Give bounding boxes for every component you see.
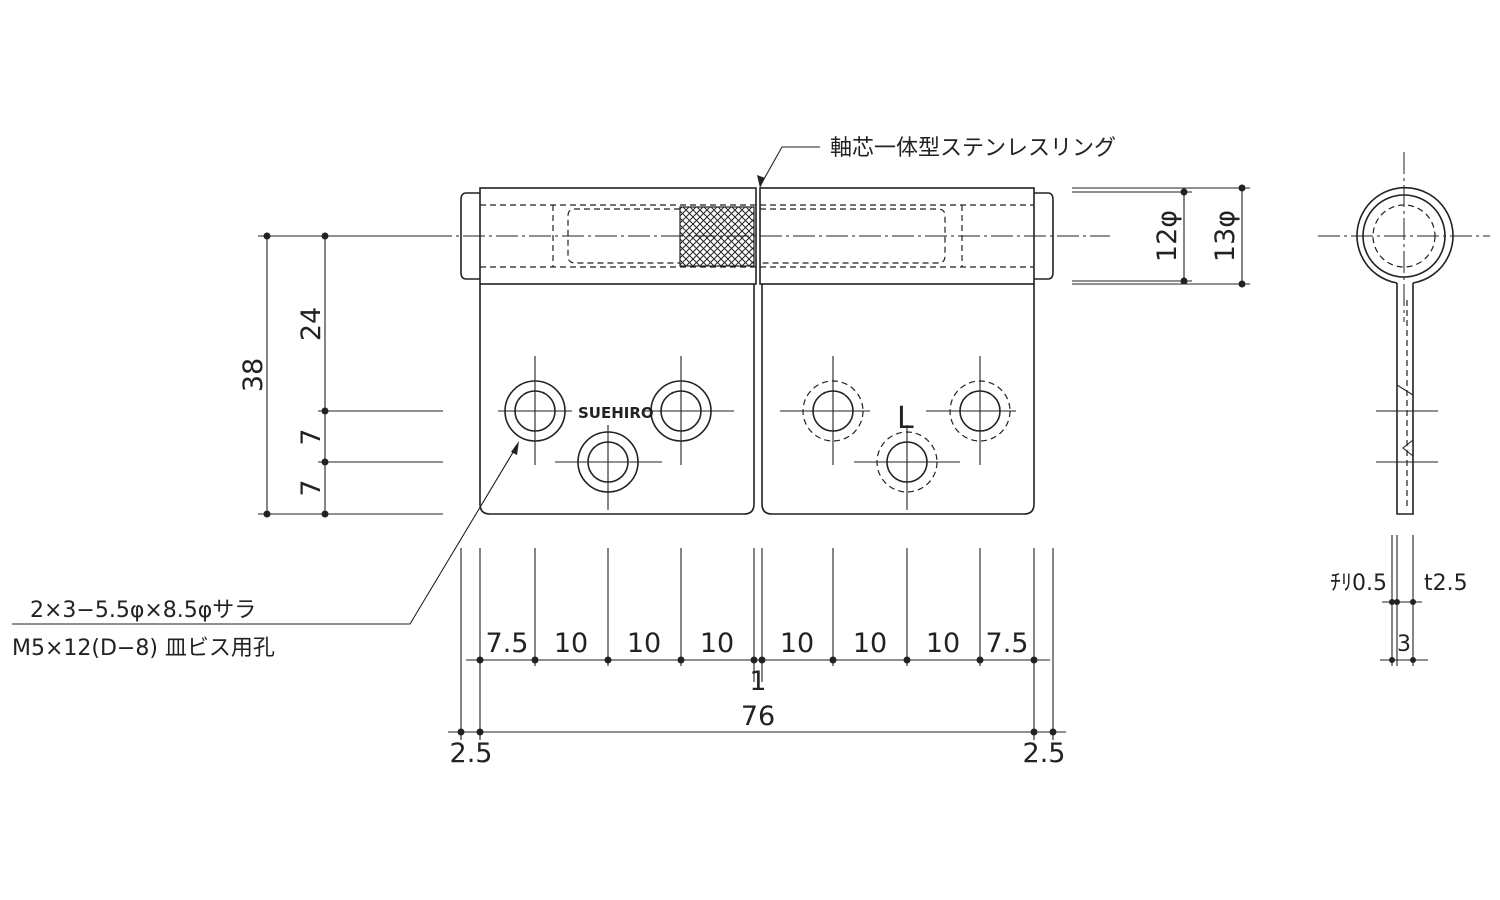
dim-pin-left: 2.5 — [450, 738, 493, 769]
dim-spacing-2: 10 — [554, 628, 588, 659]
front-view: SUEHIRO L — [430, 187, 1110, 515]
dim-clearance: ﾁﾘ0.5 — [1330, 571, 1387, 596]
hole-note-leader: 2×3−5.5φ×8.5φサラ M5×12(D−8) 皿ビス用孔 — [12, 441, 519, 661]
left-leaf — [479, 284, 755, 515]
right-hole-1 — [780, 356, 870, 465]
hole-note-line1: 2×3−5.5φ×8.5φサラ — [30, 598, 256, 623]
side-mark: L — [897, 401, 914, 436]
dim-height-low: 7 — [296, 479, 327, 496]
dim-dia-inner: 12φ — [1152, 210, 1183, 262]
dim-spacing-1: 7.5 — [486, 628, 529, 659]
right-leaf — [761, 284, 1035, 515]
dim-thickness: t2.5 — [1424, 571, 1468, 596]
dim-spacing-8: 7.5 — [986, 628, 1029, 659]
brand-mark: SUEHIRO — [578, 404, 654, 422]
shaft-note-leader: 軸芯一体型ステンレスリング — [757, 136, 1116, 188]
side-knuckle — [1356, 186, 1454, 284]
left-pin — [460, 192, 480, 280]
dim-spacing-3: 10 — [627, 628, 661, 659]
dim-spacing-7: 10 — [926, 628, 960, 659]
right-hole-3 — [854, 425, 960, 510]
side-leaf — [1396, 283, 1414, 515]
left-hole-2 — [644, 356, 734, 465]
vertical-dimensions: 38 24 7 7 — [238, 232, 443, 518]
dim-width-side: 3 — [1397, 632, 1411, 657]
dim-height-mid: 7 — [296, 428, 327, 445]
shaft-note: 軸芯一体型ステンレスリング — [830, 136, 1116, 161]
dim-height-total: 38 — [238, 358, 269, 392]
dim-spacing-6: 10 — [853, 628, 887, 659]
diameter-dimensions: 12φ 13φ — [1072, 184, 1250, 288]
dim-width-total: 76 — [741, 701, 775, 732]
side-view: ﾁﾘ0.5 t2.5 3 — [1318, 152, 1490, 666]
dim-height-upper: 24 — [296, 307, 327, 341]
dim-pin-right: 2.5 — [1023, 738, 1066, 769]
hole-note-line2: M5×12(D−8) 皿ビス用孔 — [12, 636, 275, 661]
left-hole-1 — [498, 356, 572, 465]
dim-dia-outer: 13φ — [1210, 210, 1241, 262]
dim-spacing-5: 10 — [780, 628, 814, 659]
left-hole-3 — [555, 425, 662, 510]
dim-spacing-4: 10 — [700, 628, 734, 659]
dim-gap: 1 — [749, 666, 766, 697]
right-hole-2 — [926, 356, 1016, 465]
horizontal-dimensions: 7.5 10 10 10 10 10 10 7.5 1 76 2.5 2.5 — [448, 548, 1066, 769]
